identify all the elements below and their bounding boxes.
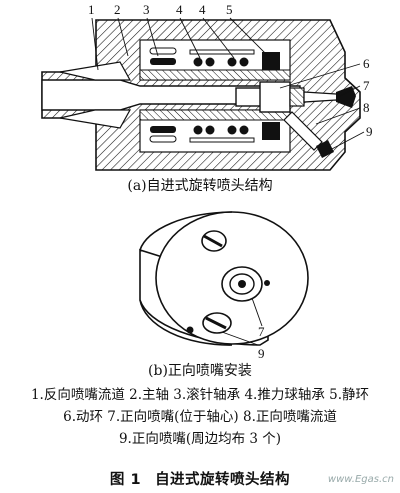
callout-b-9: 9	[258, 346, 265, 361]
forward-channel	[283, 111, 323, 151]
caption-b: (b)正向喷嘴安装	[148, 363, 252, 379]
callout-6: 6	[363, 56, 370, 71]
callout-3: 3	[143, 2, 150, 17]
figure-title: 图 1 自进式旋转喷头结构	[0, 468, 400, 489]
callout-4b: 4	[199, 2, 206, 17]
callout-8: 8	[363, 100, 370, 115]
sectional-view	[41, 17, 365, 171]
legend-line-3: 9.正向喷嘴(周边均布 3 个)	[118, 431, 282, 447]
callout-1: 1	[88, 2, 95, 17]
thrust-bearings	[189, 49, 255, 143]
figure-number: 图 1	[109, 472, 142, 488]
callout-9: 9	[366, 124, 373, 139]
figure-title-text: 自进式旋转喷头结构	[155, 472, 291, 488]
callout-2: 2	[114, 2, 121, 17]
callout-b-7: 7	[258, 324, 265, 339]
perspective-view	[139, 211, 309, 346]
needle-bearing-top	[149, 47, 177, 143]
caption-a: (a)自进式旋转喷头结构	[127, 178, 273, 194]
static-ring	[262, 52, 280, 70]
watermark: www.Egas.cn	[327, 474, 394, 485]
reverse-channel	[59, 61, 132, 81]
callout-7: 7	[363, 78, 370, 93]
legend-line-2: 6.动环 7.正向喷嘴(位于轴心) 8.正向喷嘴流道	[63, 409, 337, 425]
side-nozzle	[316, 140, 334, 158]
legend-line-1: 1.反向喷嘴流道 2.主轴 3.滚针轴承 4.推力球轴承 5.静环	[30, 387, 370, 403]
static-ring-lower	[262, 122, 280, 140]
callout-5: 5	[226, 2, 233, 17]
callout-4a: 4	[176, 2, 183, 17]
legend: 1.反向喷嘴流道 2.主轴 3.滚针轴承 4.推力球轴承 5.静环 6.动环 7…	[0, 384, 400, 450]
reverse-channel-lower	[59, 109, 132, 129]
